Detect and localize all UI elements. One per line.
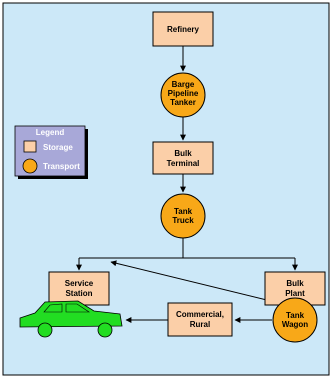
car-window: [43, 303, 63, 313]
barge-circle: [160, 72, 206, 118]
refinery-label: Refinery: [167, 25, 200, 34]
node-refinery: Refinery: [152, 11, 214, 47]
node-service-station: Service Station: [48, 271, 110, 306]
connectors: [76, 46, 298, 323]
bulk-plant-label-line2: Plant: [285, 289, 305, 298]
legend-transport-swatch: [22, 158, 38, 174]
node-bulk-terminal: Bulk Terminal: [152, 141, 214, 175]
legend-title: Legend: [36, 128, 65, 137]
commercial-label-line1: Commercial,: [176, 310, 224, 319]
arrow-wagon-to-station: [110, 260, 284, 305]
car-wheel-front: [37, 322, 53, 338]
tank-wagon-circle: [272, 297, 318, 343]
refinery-box: [152, 11, 214, 47]
bulk-terminal-label-line2: Terminal: [167, 159, 200, 168]
node-tank-truck: Tank Truck: [160, 193, 206, 239]
node-barge-pipeline-tanker: Barge Pipeline Tanker: [160, 72, 206, 118]
barge-label-line3: Tanker: [170, 98, 196, 107]
service-station-label-line2: Station: [65, 289, 92, 298]
bulk-terminal-box: [152, 141, 214, 175]
legend-storage-label: Storage: [43, 143, 73, 152]
car-body: [19, 300, 123, 328]
barge-label-line2: Pipeline: [168, 89, 199, 98]
tank-wagon-label-line2: Wagon: [282, 320, 308, 329]
service-station-label-line1: Service: [65, 279, 94, 288]
tank-truck-label-line2: Truck: [172, 216, 194, 225]
commercial-box: [167, 302, 233, 337]
car-wheel-rear: [97, 322, 113, 338]
node-tank-wagon: Tank Wagon: [272, 297, 318, 343]
legend: Legend Storage Transport: [14, 125, 88, 179]
barge-label-line1: Barge: [172, 80, 195, 89]
tank-wagon-label-line1: Tank: [286, 311, 305, 320]
car-window-rear: [65, 303, 90, 313]
tank-truck-label-line1: Tank: [174, 207, 193, 216]
bulk-terminal-label-line1: Bulk: [174, 149, 192, 158]
commercial-label-line2: Rural: [190, 320, 210, 329]
legend-transport-label: Transport: [43, 162, 80, 171]
node-commercial-rural: Commercial, Rural: [167, 302, 233, 337]
service-station-box: [48, 271, 110, 306]
car-icon: [19, 300, 123, 338]
legend-storage-swatch: [23, 140, 37, 153]
tank-truck-circle: [160, 193, 206, 239]
bulk-plant-label-line1: Bulk: [286, 279, 304, 288]
